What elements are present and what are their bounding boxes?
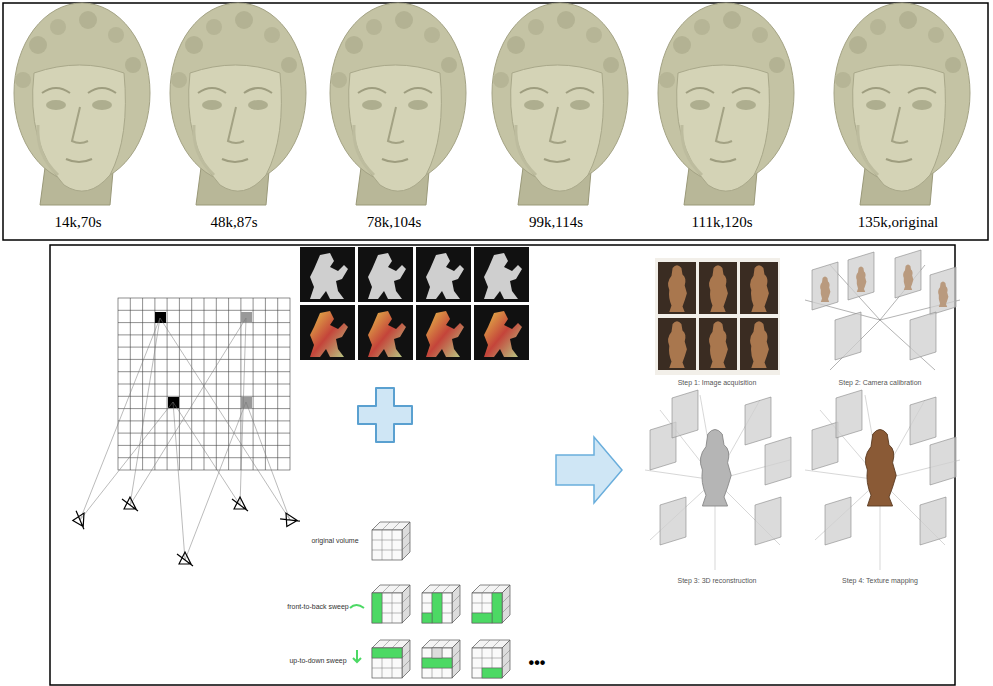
step-caption: Step 2: Camera calibration — [839, 379, 922, 387]
step-caption: Step 1: Image acquisition — [678, 379, 757, 387]
mesh-caption: 99k,114s — [529, 214, 583, 231]
mesh-caption: 14k,70s — [54, 214, 101, 231]
step-caption: Step 3: 3D reconstruction — [678, 577, 757, 585]
step-caption: front-to-back sweep — [287, 603, 348, 611]
step-caption: Step 4: Texture mapping — [842, 577, 918, 585]
step-caption: ••• — [529, 654, 546, 672]
step-caption: original volume — [311, 537, 358, 545]
mesh-caption: 111k,120s — [692, 214, 753, 231]
mesh-caption: 135k,original — [858, 214, 938, 231]
mesh-caption: 78k,104s — [367, 214, 422, 231]
step-caption: up-to-down sweep — [289, 657, 346, 665]
mesh-caption: 48k,87s — [210, 214, 257, 231]
